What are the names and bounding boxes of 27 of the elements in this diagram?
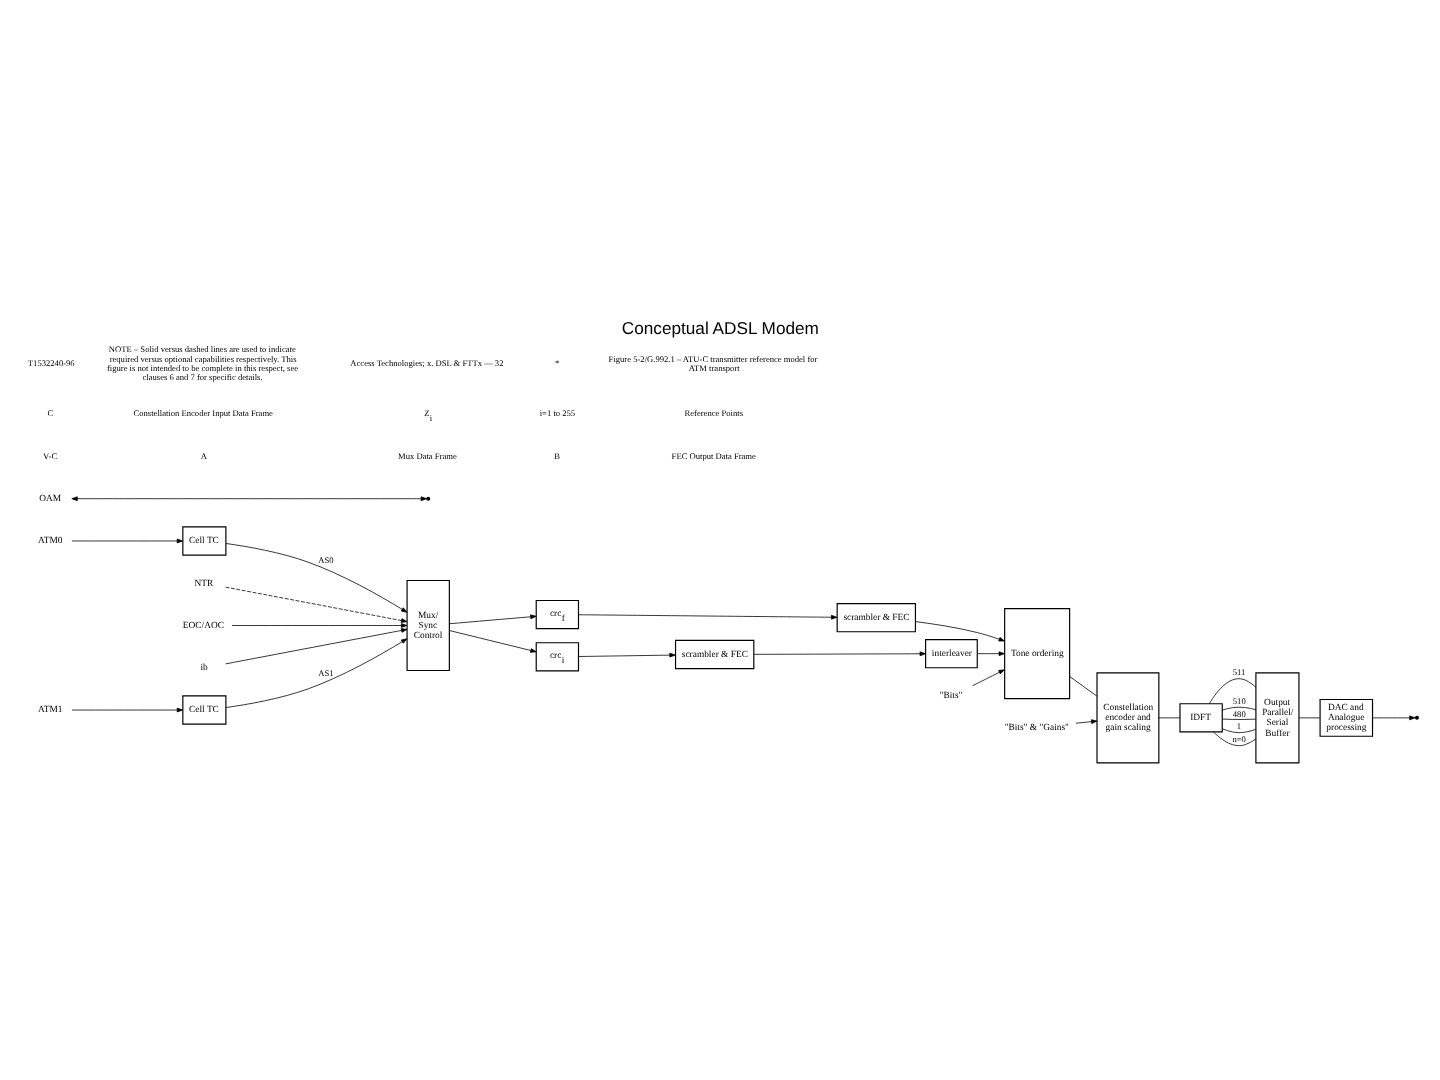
connector	[1298, 717, 1321, 719]
arrow	[449, 614, 537, 625]
arrow	[977, 651, 1005, 656]
arrow	[71, 707, 184, 713]
connector	[1213, 731, 1256, 747]
arrow	[225, 586, 408, 623]
arrow	[71, 496, 427, 501]
arrow	[1372, 715, 1416, 721]
arrow	[972, 669, 1005, 687]
arrow	[753, 651, 926, 657]
arrow	[578, 652, 676, 658]
connector	[1069, 676, 1098, 697]
arrow	[225, 543, 408, 613]
connector	[1221, 718, 1257, 720]
arrow	[578, 614, 838, 620]
arrow	[915, 621, 1005, 642]
connector	[1221, 706, 1257, 711]
connector	[1222, 728, 1257, 733]
connector	[1158, 717, 1181, 719]
diagram-title: Conceptual ADSL Modem	[621, 318, 819, 339]
arrow	[1075, 719, 1098, 724]
arrow	[449, 630, 537, 653]
arrow	[225, 638, 408, 708]
connector	[1208, 678, 1257, 704]
arrow	[225, 628, 408, 665]
arrow	[231, 623, 408, 628]
arrow	[71, 538, 184, 544]
